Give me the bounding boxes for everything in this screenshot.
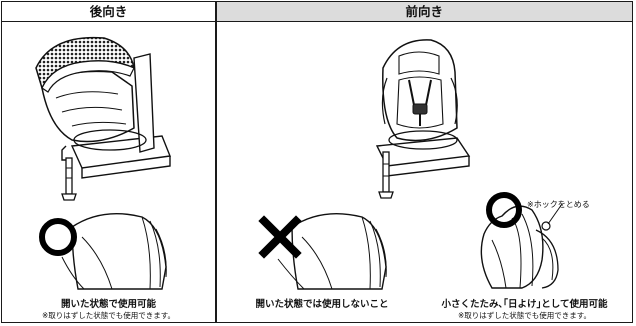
forward-canopy-folded-illustration xyxy=(480,192,563,289)
header-rear-facing: 後向き xyxy=(2,2,215,22)
forward-facing-seat-illustration xyxy=(375,39,471,199)
forward-canopy-open-caption: 開いた状態では使用しないこと xyxy=(255,299,389,310)
forward-canopy-open-illustration xyxy=(258,212,387,290)
forward-canopy-folded-caption: 小さくたたみ､｢日よけ｣として使用可能 xyxy=(441,299,608,310)
hook-callout: ※ホックをとめる xyxy=(527,200,590,209)
circle-mark-icon xyxy=(39,218,77,256)
rear-canopy-note: ※取りはずした状態でも使用できます。 xyxy=(41,311,176,320)
cross-mark-icon xyxy=(258,215,302,259)
rear-facing-seat-illustration xyxy=(35,36,171,201)
forward-canopy-folded-note: ※取りはずした状態でも使用できます。 xyxy=(457,311,592,320)
rear-canopy-caption: 開いた状態で使用可能 xyxy=(60,299,156,310)
column-divider xyxy=(215,2,217,322)
circle-mark-icon xyxy=(486,192,522,228)
rear-canopy-open-illustration xyxy=(39,212,167,290)
header-forward-facing: 前向き xyxy=(216,2,632,22)
